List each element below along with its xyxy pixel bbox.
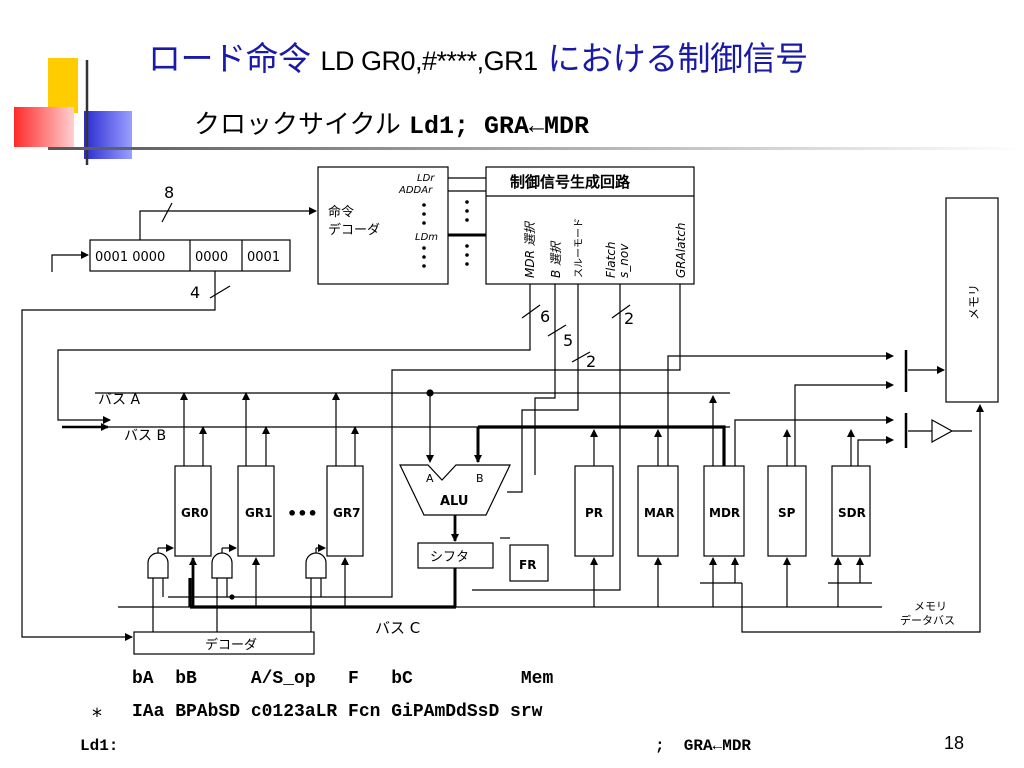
ir-field-3: 0001 (247, 250, 280, 265)
register-ellipsis: ••• (287, 504, 318, 523)
gr7-label: GR7 (333, 506, 360, 520)
title-part3: における制御信号 (547, 39, 809, 78)
bus-width-8: 8 (164, 183, 174, 202)
and-gate-gr0 (147, 552, 169, 579)
decoder-label-2: デコーダ (328, 222, 380, 238)
alu-label: ALU (440, 494, 468, 509)
bus-width-4: 4 (190, 283, 200, 302)
ir-field-2: 0000 (195, 250, 228, 265)
alu (399, 464, 511, 516)
sp-label: SP (778, 506, 796, 520)
alu-input-b: B (476, 472, 484, 485)
bus-a-label: バス A (98, 392, 140, 408)
subtitle-jp: クロックサイクル (194, 110, 401, 140)
star-mark: * (92, 704, 102, 728)
decoder-label-1: 命令 (328, 204, 354, 220)
signal-ldm: LDm (415, 232, 438, 243)
shifter-label: シフタ (430, 550, 469, 565)
gr1-label: GR1 (245, 506, 272, 520)
mar-label: MAR (644, 506, 674, 520)
pr-label: PR (585, 506, 603, 520)
memory-label: メモリ (967, 284, 981, 320)
and-gate-gr7 (305, 552, 327, 579)
signal-addar: ADDAr (398, 185, 433, 196)
register-mdr (703, 465, 745, 557)
register-gr0 (174, 465, 212, 557)
slide-subtitle: クロックサイクル Ld1; GRA←MDR (194, 104, 589, 141)
title-underline (48, 147, 1024, 150)
label-gralatch: GRAlatch (674, 223, 688, 278)
label-mdr-select: MDR 選択 (523, 220, 537, 278)
and-gate-gr1 (211, 552, 233, 579)
bus-c-label: バス C (375, 619, 420, 637)
ld1-label: Ld1: (80, 737, 119, 755)
label-b-select: B 選択 (549, 240, 563, 278)
gr0-label: GR0 (181, 506, 208, 520)
ld1-comment: ; GRA←MDR (655, 737, 752, 755)
memory (945, 197, 999, 403)
decorative-logo (14, 58, 160, 165)
title-part2: LD GR0,#****,GR1 (320, 46, 539, 76)
mem-data-bus-2: データバス (900, 613, 955, 627)
width-6: 6 (540, 307, 550, 326)
instruction-decoder (317, 166, 449, 285)
control-title: 制御信号生成回路 (510, 173, 631, 191)
label-through-mode: スルーモード (574, 218, 585, 278)
bus-b-label: バス B (124, 428, 166, 444)
ir-field-1: 0001 0000 (95, 250, 165, 265)
reg-decoder-label: デコーダ (205, 637, 257, 653)
fr-label: FR (519, 558, 536, 572)
signal-bits-row: IAa BPAbSD c0123aLR Fcn GiPAmDdSsD srw (132, 702, 543, 722)
control-signal-circuit (485, 166, 695, 285)
mem-data-bus-1: メモリ (914, 600, 947, 613)
alu-input-a: A (426, 472, 434, 485)
slide-title: ロード命令 LD GR0,#****,GR1 における制御信号 (148, 32, 808, 80)
data-buffer (931, 418, 954, 444)
label-flatch: Flatch (604, 242, 618, 279)
width-2a: 2 (586, 352, 596, 371)
logo-red-block (14, 107, 74, 147)
label-snov: s_nov (617, 243, 631, 278)
signal-ldr: LDr (417, 173, 435, 184)
register-gr1 (237, 465, 275, 557)
title-part1: ロード命令 (148, 39, 311, 78)
width-2b: 2 (624, 309, 634, 328)
width-5: 5 (563, 331, 573, 350)
sdr-label: SDR (838, 506, 866, 520)
subtitle-code: Ld1; GRA←MDR (408, 112, 589, 141)
page-number: 18 (944, 733, 965, 753)
mdr-label: MDR (709, 506, 740, 520)
flag-register (509, 544, 549, 582)
register-gr7 (326, 465, 364, 557)
logo-yellow-block (48, 58, 78, 113)
signal-header-row: bA bB A/S_op F bC Mem (132, 669, 554, 689)
register-decoder (133, 631, 315, 655)
